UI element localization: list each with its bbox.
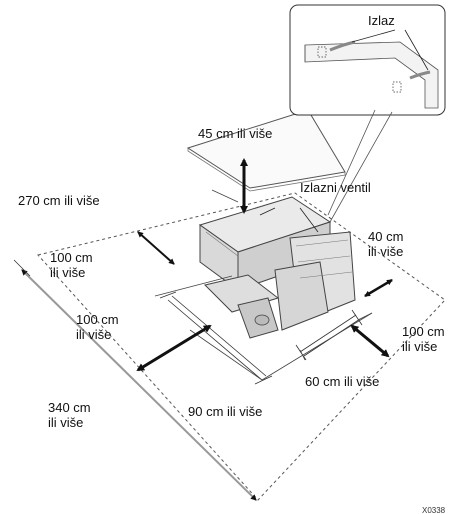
ceiling-plate bbox=[186, 109, 346, 189]
outlet-valve-label: Izlazni ventil bbox=[300, 180, 371, 195]
floor-boundary bbox=[37, 192, 446, 501]
arrow-front-clearance bbox=[136, 324, 212, 372]
width-right-label: 60 cm ili više bbox=[305, 374, 380, 389]
right-side-suffix: ili više bbox=[368, 244, 404, 259]
depth-total-label: 270 cm ili više bbox=[18, 193, 100, 208]
figure-code: X0338 bbox=[422, 506, 446, 514]
back-clearance-suffix: ili više bbox=[50, 265, 86, 280]
back-clearance-value: 100 cm bbox=[50, 250, 93, 265]
dimension-340cm bbox=[21, 269, 257, 501]
outlet-inset bbox=[289, 4, 446, 116]
front-clearance-value: 100 cm bbox=[76, 312, 119, 327]
right-side-value: 40 cm bbox=[368, 229, 404, 244]
arrow-right-side bbox=[364, 278, 393, 298]
back-clearance-label: 100 cm ili više bbox=[50, 250, 110, 280]
outlet-label: Izlaz bbox=[368, 13, 395, 28]
front-clearance-suffix: ili više bbox=[76, 327, 112, 342]
right-front-value: 100 cm bbox=[402, 324, 445, 339]
arrow-back-clearance bbox=[137, 231, 175, 265]
width-total-value: 340 cm bbox=[48, 400, 91, 415]
width-front-label: 90 cm ili više bbox=[188, 404, 263, 419]
right-front-label: 100 cm ili više bbox=[402, 324, 450, 354]
right-front-suffix: ili više bbox=[402, 339, 438, 354]
width-total-label: 340 cm ili više bbox=[48, 400, 108, 430]
top-clearance-label: 45 cm ili više bbox=[198, 126, 273, 141]
right-side-label: 40 cm ili više bbox=[368, 229, 428, 259]
arrow-right-front bbox=[350, 324, 390, 358]
width-total-suffix: ili više bbox=[48, 415, 84, 430]
front-clearance-label: 100 cm ili više bbox=[76, 312, 136, 342]
